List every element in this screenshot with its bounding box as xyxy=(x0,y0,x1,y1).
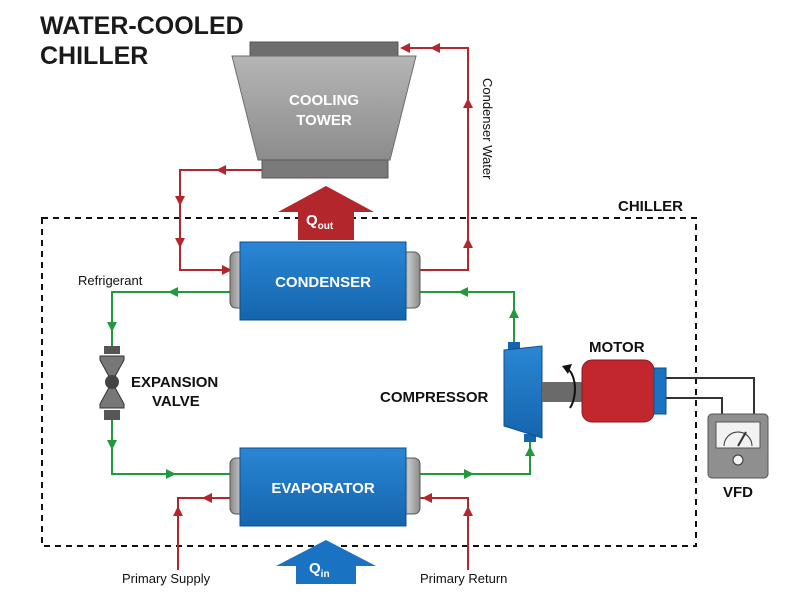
q-out-arrow: Qout xyxy=(278,186,374,240)
svg-text:Qin: Qin xyxy=(309,560,330,580)
vfd xyxy=(707,413,769,479)
chiller-label: CHILLER xyxy=(618,198,683,215)
refrigerant-label: Refrigerant xyxy=(78,273,143,288)
vfd-wiring xyxy=(666,377,755,414)
drive-shaft xyxy=(542,382,584,402)
primary-return-label: Primary Return xyxy=(420,571,507,586)
q-in-arrow: Qin xyxy=(276,540,376,584)
svg-text:Qout: Qout xyxy=(306,212,334,232)
diagram-title-line1: WATER-COOLED xyxy=(40,12,244,40)
condenser: CONDENSER xyxy=(229,241,421,321)
evaporator-label: EVAPORATOR xyxy=(271,480,375,497)
primary-water-arrows xyxy=(173,493,473,516)
condenser-water-label: Condenser Water xyxy=(480,78,495,180)
evaporator: EVAPORATOR xyxy=(229,447,421,527)
q-in-sub: in xyxy=(321,569,330,580)
expansion-valve-label-line1: EXPANSION xyxy=(131,374,218,391)
refrigerant-arrows xyxy=(107,287,535,479)
cooling-tower-label-line1: COOLING xyxy=(289,92,359,109)
primary-water-loop xyxy=(177,497,469,570)
motor xyxy=(581,359,667,423)
diagram-title-line2: CHILLER xyxy=(40,42,148,70)
compressor xyxy=(503,342,543,442)
vfd-label: VFD xyxy=(723,484,753,501)
expansion-valve xyxy=(99,346,125,420)
compressor-label: COMPRESSOR xyxy=(380,389,489,406)
primary-supply-label: Primary Supply xyxy=(122,571,211,586)
cooling-tower: COOLING TOWER xyxy=(231,41,417,179)
cooling-tower-label-line2: TOWER xyxy=(296,112,352,129)
q-out-main: Q xyxy=(306,212,318,229)
chiller-boundary xyxy=(41,217,697,547)
q-out-sub: out xyxy=(318,221,334,232)
condenser-water-arrows xyxy=(175,43,473,275)
q-in-main: Q xyxy=(309,560,321,577)
condenser-label: CONDENSER xyxy=(275,274,371,291)
motor-label: MOTOR xyxy=(589,339,645,356)
expansion-valve-label-line2: VALVE xyxy=(152,393,200,410)
